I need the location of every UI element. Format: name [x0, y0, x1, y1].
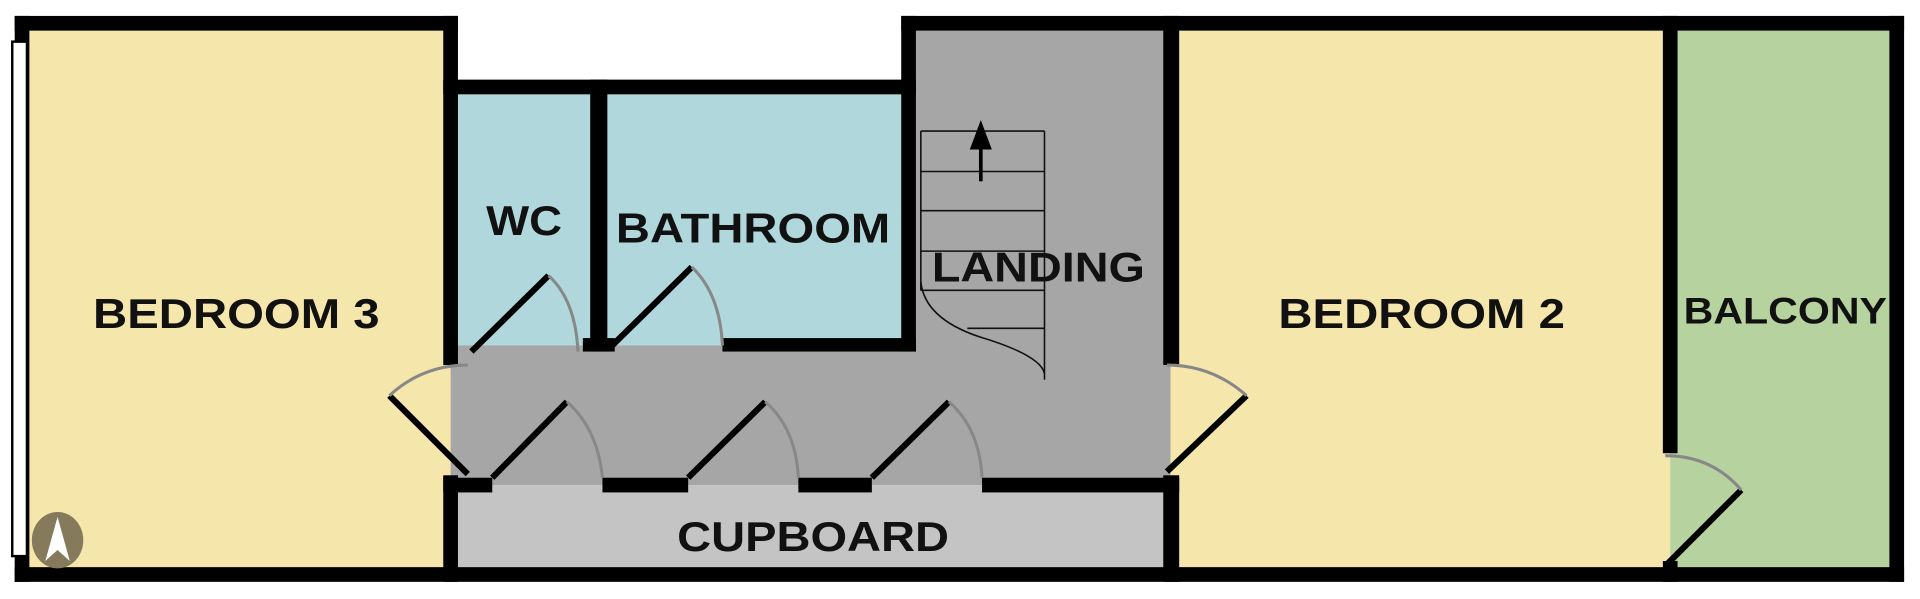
label-landing: LANDING [932, 244, 1145, 291]
stairs [920, 120, 1046, 380]
room-landing[interactable] [450, 23, 1171, 486]
label-bedroom-3: BEDROOM 3 [93, 290, 380, 337]
room-bathroom[interactable] [597, 86, 909, 346]
stairs-up-arrow-icon [969, 120, 992, 182]
label-wc: WC [486, 197, 562, 244]
label-cupboard: CUPBOARD [677, 513, 949, 560]
label-bathroom: BATHROOM [616, 205, 890, 252]
room-balcony[interactable] [1670, 23, 1897, 575]
room-cupboard[interactable] [450, 485, 1171, 575]
label-bedroom-2: BEDROOM 2 [1278, 290, 1565, 337]
room-bedroom-2[interactable] [1170, 23, 1671, 575]
label-balcony: BALCONY [1684, 290, 1887, 331]
doors [387, 264, 1744, 569]
window [11, 40, 29, 558]
room-bedroom-3[interactable] [22, 23, 451, 575]
compass-north-icon [31, 512, 84, 569]
